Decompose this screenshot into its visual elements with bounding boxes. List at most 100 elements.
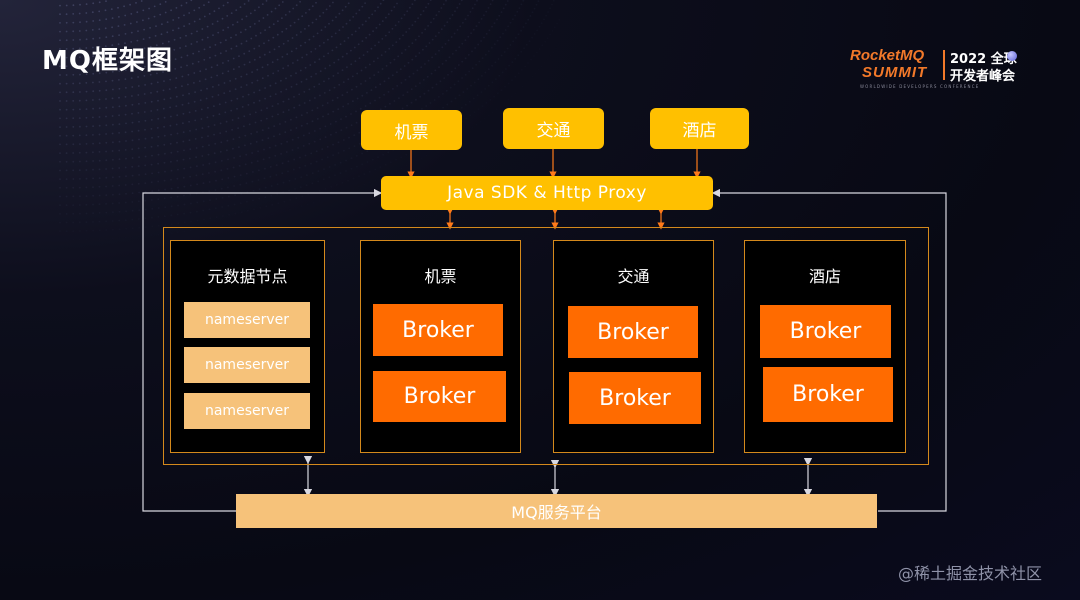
decor-dot xyxy=(155,25,157,27)
logo-rocketmq-text: RocketMQ xyxy=(850,47,925,64)
decor-dot xyxy=(125,237,127,239)
decor-dot xyxy=(429,0,432,1)
decor-dot xyxy=(184,45,187,47)
decor-dot xyxy=(172,29,174,32)
decor-dot xyxy=(220,160,223,162)
decor-dot xyxy=(238,55,240,57)
decor-dot xyxy=(342,81,345,83)
decor-dot xyxy=(453,32,456,35)
decor-dot xyxy=(326,156,329,159)
decor-dot xyxy=(270,185,273,187)
decor-dot xyxy=(354,60,357,63)
decor-dot xyxy=(131,157,134,159)
decor-dot xyxy=(334,32,337,35)
decor-dot xyxy=(553,26,556,29)
decor-dot xyxy=(124,201,127,204)
decor-dot xyxy=(341,192,343,194)
decor-dot xyxy=(328,166,331,168)
decor-dot xyxy=(170,151,173,154)
decor-dot xyxy=(92,134,94,136)
decor-dot xyxy=(473,81,476,84)
decor-dot xyxy=(164,1,167,3)
decor-dot xyxy=(502,7,505,10)
decor-dot xyxy=(520,50,523,53)
decor-dot xyxy=(286,53,289,56)
decor-dot xyxy=(176,159,179,162)
decor-dot xyxy=(403,65,406,67)
decor-dot xyxy=(353,134,356,137)
decor-dot xyxy=(295,197,298,200)
decor-dot xyxy=(230,47,233,50)
decor-dot xyxy=(203,4,205,6)
decor-dot xyxy=(391,27,394,30)
decor-dot xyxy=(326,146,329,148)
decor-dot xyxy=(105,124,108,127)
decor-dot xyxy=(118,167,121,169)
decor-dot xyxy=(110,8,113,11)
decor-dot xyxy=(249,142,252,145)
decor-dot xyxy=(401,168,403,170)
decor-dot xyxy=(227,177,230,179)
decor-dot xyxy=(289,24,292,27)
decor-dot xyxy=(437,96,440,98)
decor-dot xyxy=(487,7,490,9)
decor-dot xyxy=(485,33,488,35)
decor-dot xyxy=(65,195,68,198)
decor-dot xyxy=(92,186,94,189)
decor-dot xyxy=(450,36,453,38)
decor-dot xyxy=(59,239,61,240)
decor-dot xyxy=(220,187,223,190)
decor-dot xyxy=(400,82,403,84)
decor-dot xyxy=(281,17,283,19)
decor-dot xyxy=(105,106,108,109)
decor-dot xyxy=(511,79,513,81)
decor-dot xyxy=(274,144,277,147)
decor-dot xyxy=(85,212,88,215)
decor-dot xyxy=(59,213,61,215)
decor-dot xyxy=(359,107,362,110)
decor-dot xyxy=(180,56,183,59)
decor-dot xyxy=(411,3,414,5)
decor-dot xyxy=(203,48,206,51)
decor-dot xyxy=(236,21,239,23)
decor-dot xyxy=(514,14,516,17)
decor-dot xyxy=(234,212,237,215)
decor-dot xyxy=(105,98,107,100)
decor-dot xyxy=(163,179,166,182)
decor-dot xyxy=(358,186,360,188)
decor-dot xyxy=(512,40,515,43)
nameserver-node-3: nameserver xyxy=(184,393,310,429)
decor-dot xyxy=(427,2,430,5)
decor-dot xyxy=(407,61,410,64)
decor-dot xyxy=(549,7,551,10)
decor-dot xyxy=(327,113,330,115)
decor-dot xyxy=(214,170,217,173)
decor-dot xyxy=(347,103,349,105)
decor-dot xyxy=(493,43,496,46)
decor-dot xyxy=(411,24,414,26)
decor-dot xyxy=(522,86,524,88)
decor-dot xyxy=(324,136,327,139)
decor-dot xyxy=(65,230,68,233)
decor-dot xyxy=(467,14,469,17)
decor-dot xyxy=(558,44,560,46)
decor-dot xyxy=(238,165,241,167)
decor-dot xyxy=(153,5,156,8)
broker-3-1: Broker xyxy=(760,305,891,358)
decor-dot xyxy=(368,170,371,173)
decor-dot xyxy=(313,202,315,204)
decor-dot xyxy=(446,103,449,106)
decor-dot xyxy=(312,35,315,38)
decor-dot xyxy=(181,85,183,87)
decor-dot xyxy=(65,91,68,94)
decor-dot xyxy=(377,41,380,44)
decor-dot xyxy=(163,116,166,119)
decor-dot xyxy=(507,25,509,28)
decor-dot xyxy=(131,103,134,106)
decor-dot xyxy=(243,115,246,118)
decor-dot xyxy=(194,91,197,93)
decor-dot xyxy=(385,65,388,67)
decor-dot xyxy=(504,102,506,104)
decor-dot xyxy=(337,58,340,61)
decor-dot xyxy=(157,180,160,183)
